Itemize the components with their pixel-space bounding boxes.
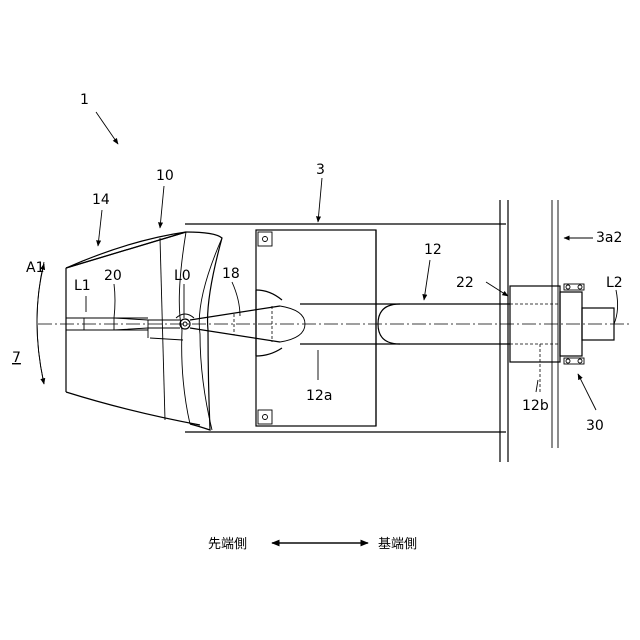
nozzle: [66, 314, 194, 340]
label-housing: 3: [316, 162, 325, 178]
wall-plate: [500, 200, 558, 462]
label-shaft-b: 12b: [522, 398, 549, 414]
head-cone: [66, 232, 222, 430]
label-wall: 3a2: [596, 230, 622, 246]
label-shaft-a: 12a: [306, 388, 332, 404]
shaft: [256, 290, 510, 356]
ring-bracket: [510, 284, 614, 392]
housing: [185, 224, 506, 432]
label-cone: 14: [92, 192, 110, 208]
label-axis-l1: L1: [74, 278, 91, 294]
leader-lines: [37, 112, 618, 410]
label-tip: 18: [222, 266, 240, 282]
label-device: 1: [80, 92, 89, 108]
label-figure: 7: [12, 350, 21, 366]
label-head: 10: [156, 168, 174, 184]
label-base-side: 基端側: [378, 537, 417, 552]
label-bracket: 30: [586, 418, 604, 434]
label-axis-l2: L2: [606, 275, 623, 291]
label-tip-side: 先端側: [208, 537, 247, 552]
label-shaft: 12: [424, 242, 442, 258]
label-axis-l0: L0: [174, 268, 191, 284]
label-rotation: A1: [26, 260, 44, 276]
label-nozzle: 20: [104, 268, 122, 284]
label-ring: 22: [456, 275, 474, 291]
